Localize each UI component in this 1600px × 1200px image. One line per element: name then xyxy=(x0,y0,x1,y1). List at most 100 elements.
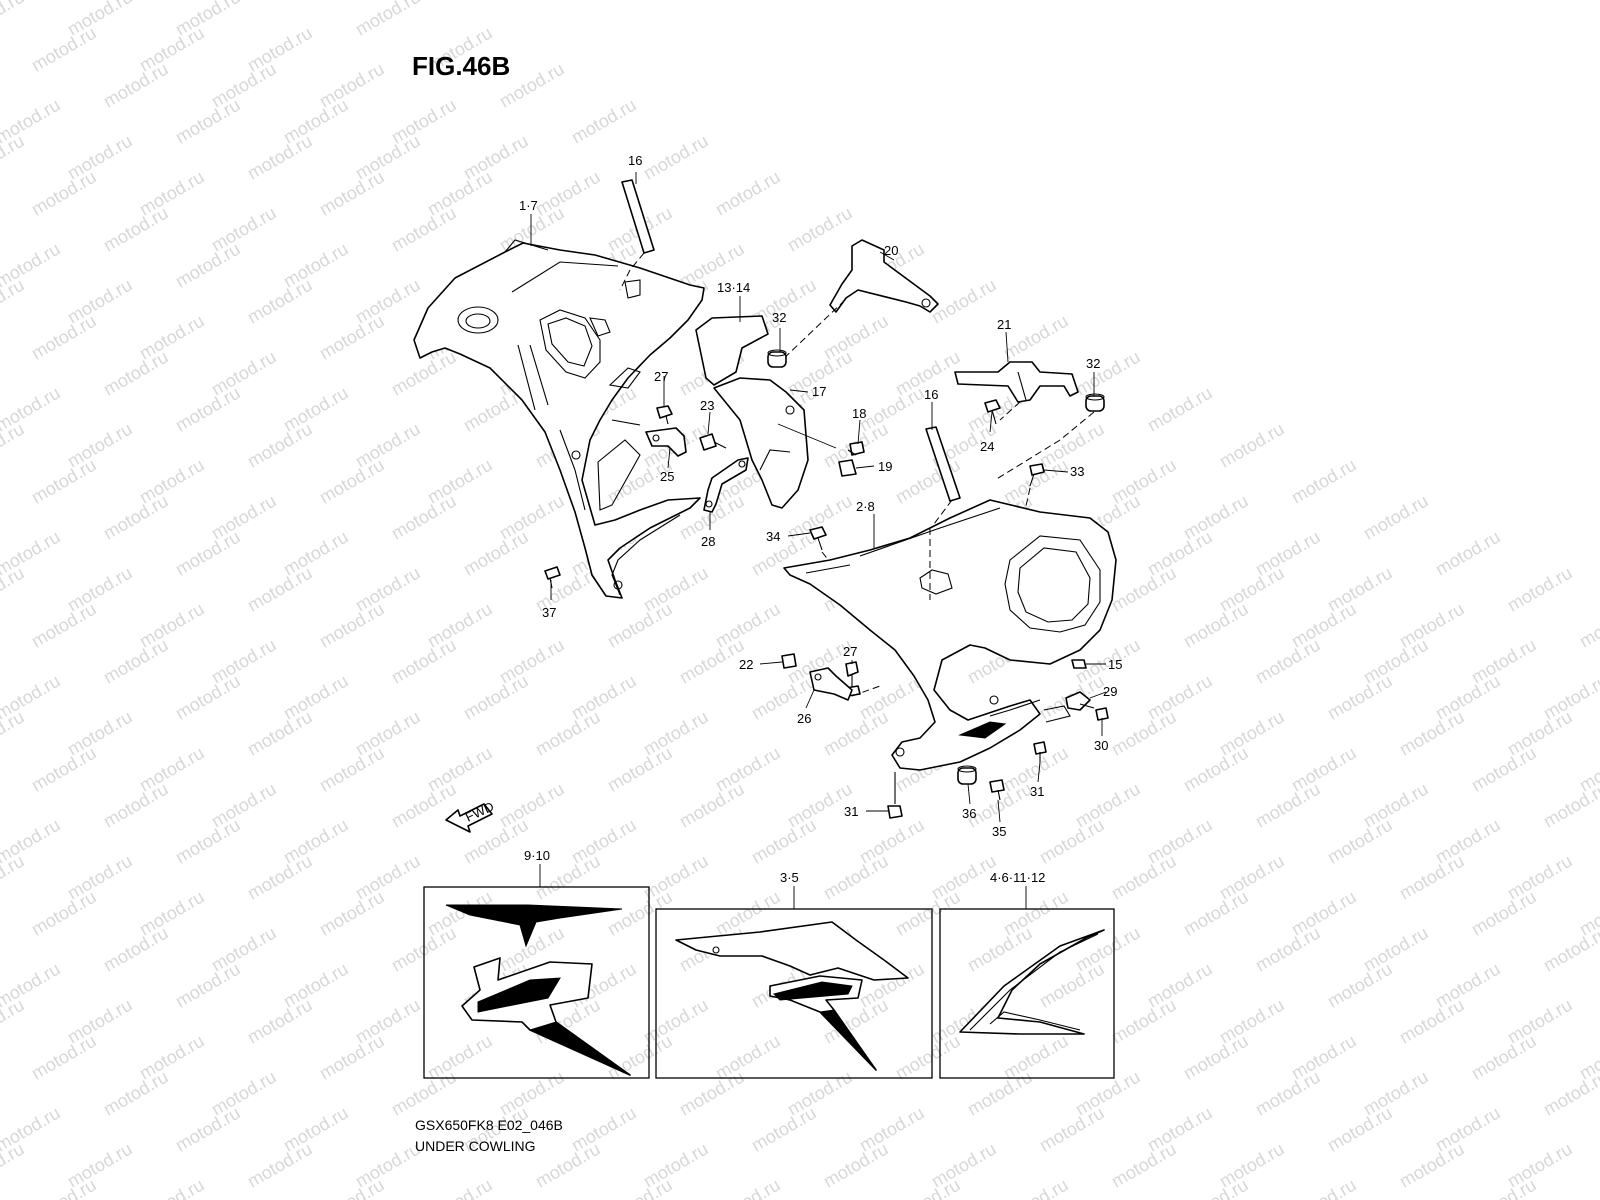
watermark-text: motod.ru xyxy=(676,779,748,832)
watermark-text: motod.ru xyxy=(712,167,784,220)
watermark-text: motod.ru xyxy=(604,743,676,796)
watermark-text: motod.ru xyxy=(1252,923,1324,976)
watermark-text: motod.ru xyxy=(928,275,1000,328)
part-35-screw xyxy=(989,779,1005,801)
watermark-text: motod.ru xyxy=(172,239,244,292)
callout-15: 15 xyxy=(1108,657,1122,672)
callout-2-8: 2·8 xyxy=(856,499,875,514)
watermark-text: motod.ru xyxy=(316,455,388,508)
watermark-text: motod.ru xyxy=(172,815,244,868)
watermark-text: motod.ru xyxy=(1324,1103,1396,1156)
watermark-text: motod.ru xyxy=(0,851,28,904)
watermark-text: motod.ru xyxy=(784,203,856,256)
part-34-screw xyxy=(809,526,831,563)
callout-23: 23 xyxy=(700,398,714,413)
watermark-text: motod.ru xyxy=(424,1175,496,1200)
callout-27-upper: 27 xyxy=(654,369,668,384)
watermark-text: motod.ru xyxy=(1576,599,1600,652)
callout-26: 26 xyxy=(797,711,811,726)
watermark-text: motod.ru xyxy=(100,635,172,688)
watermark-text: motod.ru xyxy=(0,707,28,760)
watermark-text: motod.ru xyxy=(748,815,820,868)
callout-31-right: 31 xyxy=(1030,784,1044,799)
part-17-duct xyxy=(713,377,837,509)
watermark-text: motod.ru xyxy=(280,0,352,3)
watermark-text: motod.ru xyxy=(1360,491,1432,544)
watermark-text: motod.ru xyxy=(100,779,172,832)
watermark-text: motod.ru xyxy=(172,671,244,724)
watermark-text: motod.ru xyxy=(1108,1139,1180,1192)
watermark-text: motod.ru xyxy=(604,1031,676,1084)
part-29-bolt xyxy=(1065,691,1095,711)
callout-16-upper: 16 xyxy=(628,153,642,168)
part-36-grommet xyxy=(957,765,977,785)
watermark-text: motod.ru xyxy=(0,275,28,328)
part-15-clip xyxy=(1071,659,1087,669)
callout-30: 30 xyxy=(1094,738,1108,753)
watermark-text: motod.ru xyxy=(28,167,100,220)
watermark-text: motod.ru xyxy=(172,1103,244,1156)
watermark-text: motod.ru xyxy=(100,491,172,544)
watermark-text: motod.ru xyxy=(1324,671,1396,724)
watermark-text: motod.ru xyxy=(1504,563,1576,616)
watermark-text: motod.ru xyxy=(388,203,460,256)
watermark-text: motod.ru xyxy=(1396,851,1468,904)
callout-33: 33 xyxy=(1070,464,1084,479)
watermark-text: motod.ru xyxy=(1540,1067,1600,1120)
watermark-text: motod.ru xyxy=(388,635,460,688)
callout-24: 24 xyxy=(980,439,994,454)
watermark-text: motod.ru xyxy=(172,959,244,1012)
watermark-text: motod.ru xyxy=(0,1139,28,1192)
watermark-text: motod.ru xyxy=(244,995,316,1048)
watermark-text: motod.ru xyxy=(676,635,748,688)
part-19-clip xyxy=(838,459,857,477)
callout-21: 21 xyxy=(997,317,1011,332)
watermark-text: motod.ru xyxy=(460,527,532,580)
callout-20: 20 xyxy=(884,243,898,258)
watermark-text: motod.ru xyxy=(388,491,460,544)
watermark-text: motod.ru xyxy=(1576,1175,1600,1200)
part-32-grommet-right xyxy=(994,393,1105,481)
watermark-text: motod.ru xyxy=(1288,1175,1360,1200)
watermark-text: motod.ru xyxy=(244,419,316,472)
callout-34: 34 xyxy=(766,529,780,544)
watermark-text: motod.ru xyxy=(1324,959,1396,1012)
part-20-bracket xyxy=(779,239,939,363)
callout-3-5: 3·5 xyxy=(780,870,799,885)
watermark-text: motod.ru xyxy=(1180,743,1252,796)
watermark-text: motod.ru xyxy=(820,707,892,760)
part-33-screw xyxy=(1025,463,1045,507)
watermark-text: motod.ru xyxy=(892,1031,964,1084)
watermark-text: motod.ru xyxy=(316,1175,388,1200)
part-13-14-plate xyxy=(695,315,769,386)
watermark-text: motod.ru xyxy=(1180,887,1252,940)
watermark-text: motod.ru xyxy=(100,923,172,976)
watermark-text: motod.ru xyxy=(1108,995,1180,1048)
watermark-text: motod.ru xyxy=(0,131,28,184)
part-21-bracket xyxy=(954,361,1079,421)
watermark-text: motod.ru xyxy=(1252,635,1324,688)
watermark-text: motod.ru xyxy=(1540,779,1600,832)
part-27-screw-upper xyxy=(656,405,673,425)
watermark-text: motod.ru xyxy=(172,383,244,436)
watermark-text: motod.ru xyxy=(1540,923,1600,976)
watermark-text: motod.ru xyxy=(100,59,172,112)
callout-4-6-11-12: 4·6·11·12 xyxy=(990,870,1045,885)
callout-16-lower: 16 xyxy=(924,387,938,402)
watermark-text: motod.ru xyxy=(1108,851,1180,904)
watermark-text: motod.ru xyxy=(892,887,964,940)
watermark-text: motod.ru xyxy=(1180,1175,1252,1200)
watermark-text: motod.ru xyxy=(460,671,532,724)
watermark-text: motod.ru xyxy=(1036,815,1108,868)
part-26-bracket xyxy=(809,667,881,701)
callout-17: 17 xyxy=(812,384,826,399)
watermark-text: motod.ru xyxy=(0,419,28,472)
watermark-text: motod.ru xyxy=(1468,887,1540,940)
part-28-stay xyxy=(703,457,749,513)
part-30-screw xyxy=(1095,707,1109,721)
watermark-text: motod.ru xyxy=(676,1067,748,1120)
watermark-text: motod.ru xyxy=(316,743,388,796)
watermark-text: motod.ru xyxy=(568,95,640,148)
watermark-text: motod.ru xyxy=(172,527,244,580)
